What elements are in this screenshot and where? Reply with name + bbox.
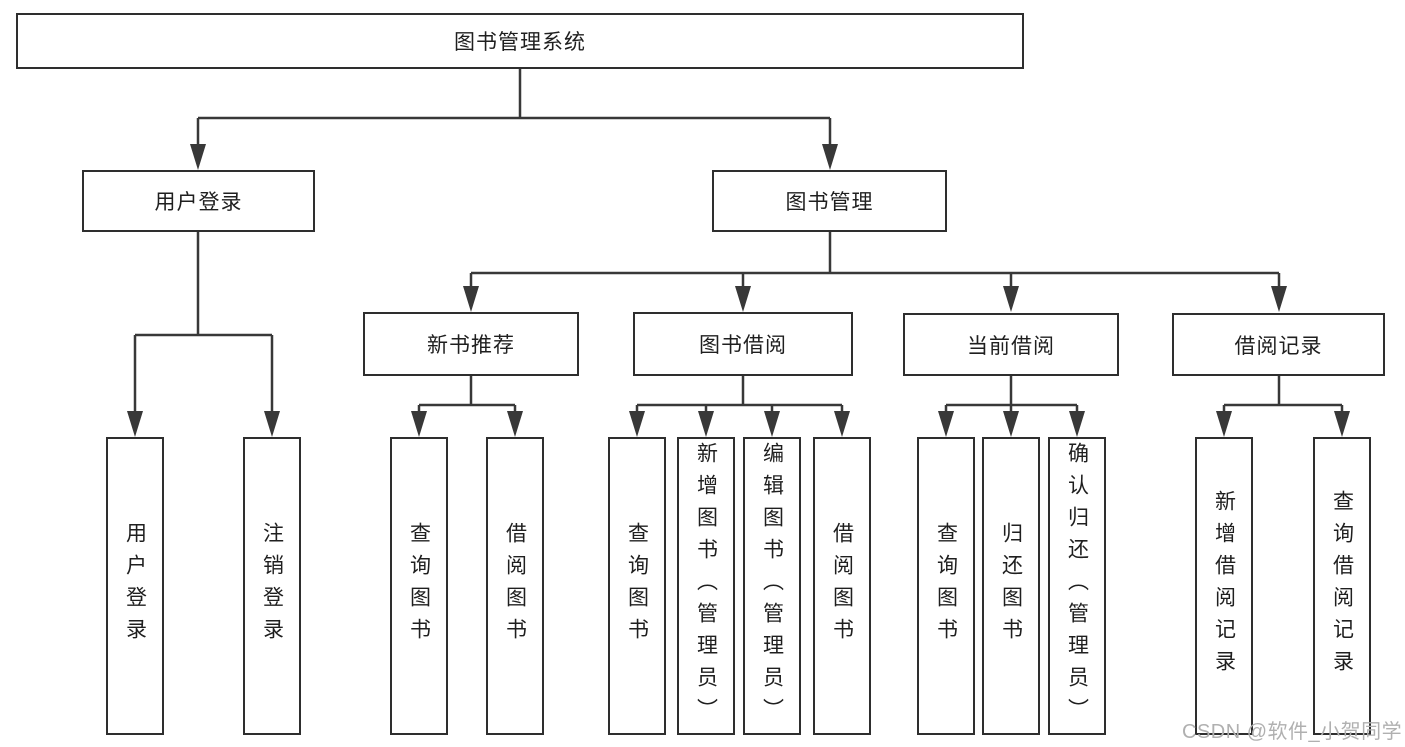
node-new-book-recommend: 新书推荐 [363, 312, 579, 376]
node-book-management-label: 图书管理 [785, 191, 874, 214]
node-user-login: 用户登录 [82, 170, 315, 232]
leaf-borrow-book-recommend-label: 借阅图书 [503, 522, 527, 650]
leaf-logout-login-label: 注销登录 [260, 522, 284, 650]
leaf-user-login: 用户登录 [106, 437, 164, 735]
leaf-return-book-label: 归还图书 [999, 522, 1023, 650]
node-user-login-label: 用户登录 [154, 191, 243, 214]
node-borrow-records: 借阅记录 [1172, 313, 1385, 376]
leaf-borrow-book-recommend: 借阅图书 [486, 437, 544, 735]
node-new-book-recommend-label: 新书推荐 [427, 334, 515, 357]
leaf-logout-login: 注销登录 [243, 437, 301, 735]
leaf-query-book-recommend-label: 查询图书 [407, 522, 431, 650]
leaf-query-book-borrow-label: 查询图书 [625, 522, 649, 650]
leaf-confirm-return-admin: 确认归还（管理员） [1048, 437, 1106, 735]
leaf-borrow-book-label: 借阅图书 [830, 522, 854, 650]
leaf-query-book-current-label: 查询图书 [934, 522, 958, 650]
leaf-query-book-borrow: 查询图书 [608, 437, 666, 735]
arrowheads [127, 144, 1350, 437]
leaf-borrow-book: 借阅图书 [813, 437, 871, 735]
leaf-return-book: 归还图书 [982, 437, 1040, 735]
leaf-add-book-admin-label: 新增图书（管理员） [694, 442, 718, 730]
leaf-add-borrow-record: 新增借阅记录 [1195, 437, 1253, 735]
leaf-query-borrow-record: 查询借阅记录 [1313, 437, 1371, 735]
node-book-borrow: 图书借阅 [633, 312, 853, 376]
node-current-borrow: 当前借阅 [903, 313, 1119, 376]
leaf-edit-book-admin-label: 编辑图书（管理员） [760, 442, 784, 730]
leaf-confirm-return-admin-label: 确认归还（管理员） [1065, 442, 1089, 730]
node-root-label: 图书管理系统 [454, 31, 586, 54]
node-borrow-records-label: 借阅记录 [1234, 334, 1323, 358]
leaf-query-book-current: 查询图书 [917, 437, 975, 735]
node-book-borrow-label: 图书借阅 [699, 334, 787, 357]
leaf-add-book-admin: 新增图书（管理员） [677, 437, 735, 735]
leaf-query-borrow-record-label: 查询借阅记录 [1330, 490, 1354, 682]
leaf-user-login-label: 用户登录 [123, 522, 147, 650]
node-root-system: 图书管理系统 [16, 13, 1024, 69]
csdn-watermark: CSDN @软件_小贺同学 [1182, 721, 1403, 743]
leaf-query-book-recommend: 查询图书 [390, 437, 448, 735]
leaf-edit-book-admin: 编辑图书（管理员） [743, 437, 801, 735]
node-current-borrow-label: 当前借阅 [967, 334, 1055, 358]
node-book-management: 图书管理 [712, 170, 947, 232]
leaf-add-borrow-record-label: 新增借阅记录 [1212, 490, 1236, 682]
